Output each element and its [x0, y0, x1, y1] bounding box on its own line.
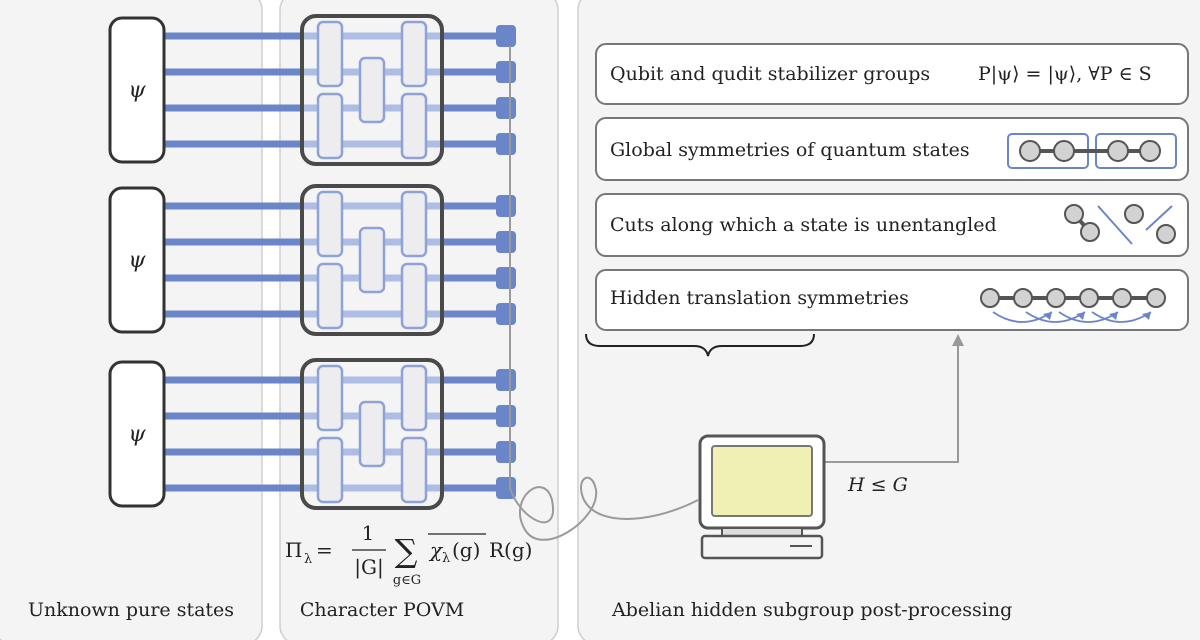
app-unentangled-cuts: Cuts along which a state is unentangled — [595, 193, 1189, 257]
formula-lhs: Π — [285, 538, 302, 562]
result-arrow — [824, 334, 964, 463]
formula-sum: ∑ — [395, 532, 418, 570]
applications-list: Qubit and qudit stabilizer groups P|ψ⟩ =… — [585, 43, 1189, 357]
measurement-icon — [496, 97, 516, 119]
panel-label-states: Unknown pure states — [28, 599, 234, 621]
global-symmetry-icon — [1007, 133, 1177, 169]
gate — [358, 226, 386, 294]
panel-label-povm: Character POVM — [300, 599, 464, 621]
gate — [316, 20, 344, 88]
formula-eq: = — [316, 538, 333, 562]
state-block: ψ — [108, 14, 516, 166]
gate — [358, 400, 386, 468]
gate — [400, 262, 428, 330]
subgroup-label: H ≤ G — [847, 474, 908, 496]
formula-frac-num: 1 — [362, 521, 375, 545]
gate — [316, 364, 344, 432]
circuit: ψ ψ ψ — [108, 14, 516, 510]
state-label: ψ — [128, 248, 146, 273]
formula-chi-sub: λ — [442, 551, 450, 566]
app-translation-label: Hidden translation symmetries — [610, 287, 909, 309]
translation-chain-icon — [980, 288, 1166, 323]
state-label: ψ — [128, 422, 146, 447]
gate — [316, 190, 344, 258]
measurement-icon — [496, 25, 516, 47]
panel-label-post: Abelian hidden subgroup post-processing — [611, 599, 1012, 621]
gate — [316, 92, 344, 160]
measurement-icon — [496, 61, 516, 83]
app-stabilizer: Qubit and qudit stabilizer groups P|ψ⟩ =… — [595, 43, 1189, 105]
app-stabilizer-math: P|ψ⟩ = |ψ⟩, ∀P ∈ S — [978, 63, 1152, 85]
measurement-icon — [496, 267, 516, 289]
gate — [316, 262, 344, 330]
state-box — [108, 186, 166, 334]
gate — [400, 436, 428, 504]
app-hidden-translation: Hidden translation symmetries — [595, 269, 1189, 331]
measurement-icon — [496, 195, 516, 217]
app-cuts-label: Cuts along which a state is unentangled — [610, 214, 997, 236]
measurement-icon — [496, 441, 516, 463]
formula-sum-sub: g∈G — [393, 573, 421, 588]
measurement-icon — [496, 303, 516, 325]
formula-chi: χ — [428, 538, 444, 562]
measurement-icon — [496, 133, 516, 155]
gate — [400, 20, 428, 88]
state-block: ψ — [108, 358, 516, 510]
app-global-label: Global symmetries of quantum states — [610, 139, 970, 161]
gate — [316, 436, 344, 504]
measurement-icon — [496, 231, 516, 253]
measurement-cable — [509, 46, 699, 541]
app-stabilizer-label: Qubit and qudit stabilizer groups — [610, 63, 930, 85]
povm-formula: Π λ = 1 |G| ∑ g∈G χ λ (g) R(g) — [285, 521, 532, 588]
formula-frac-den: |G| — [354, 555, 383, 580]
measurement-icon — [496, 405, 516, 427]
gate — [400, 364, 428, 432]
gate — [358, 56, 386, 124]
state-label: ψ — [128, 78, 146, 103]
formula-chi-arg: (g) — [452, 538, 480, 562]
state-box — [108, 16, 166, 164]
gate — [400, 92, 428, 160]
formula-rep: R(g) — [489, 538, 532, 562]
gate — [400, 190, 428, 258]
state-box — [108, 360, 166, 508]
app-global-symmetries: Global symmetries of quantum states — [595, 117, 1189, 181]
entanglement-cut-icon — [1064, 204, 1176, 245]
computer-icon — [698, 434, 826, 560]
formula-lhs-sub: λ — [304, 552, 312, 567]
measurement-icon — [496, 369, 516, 391]
state-block: ψ — [108, 184, 516, 336]
brace — [585, 333, 815, 357]
